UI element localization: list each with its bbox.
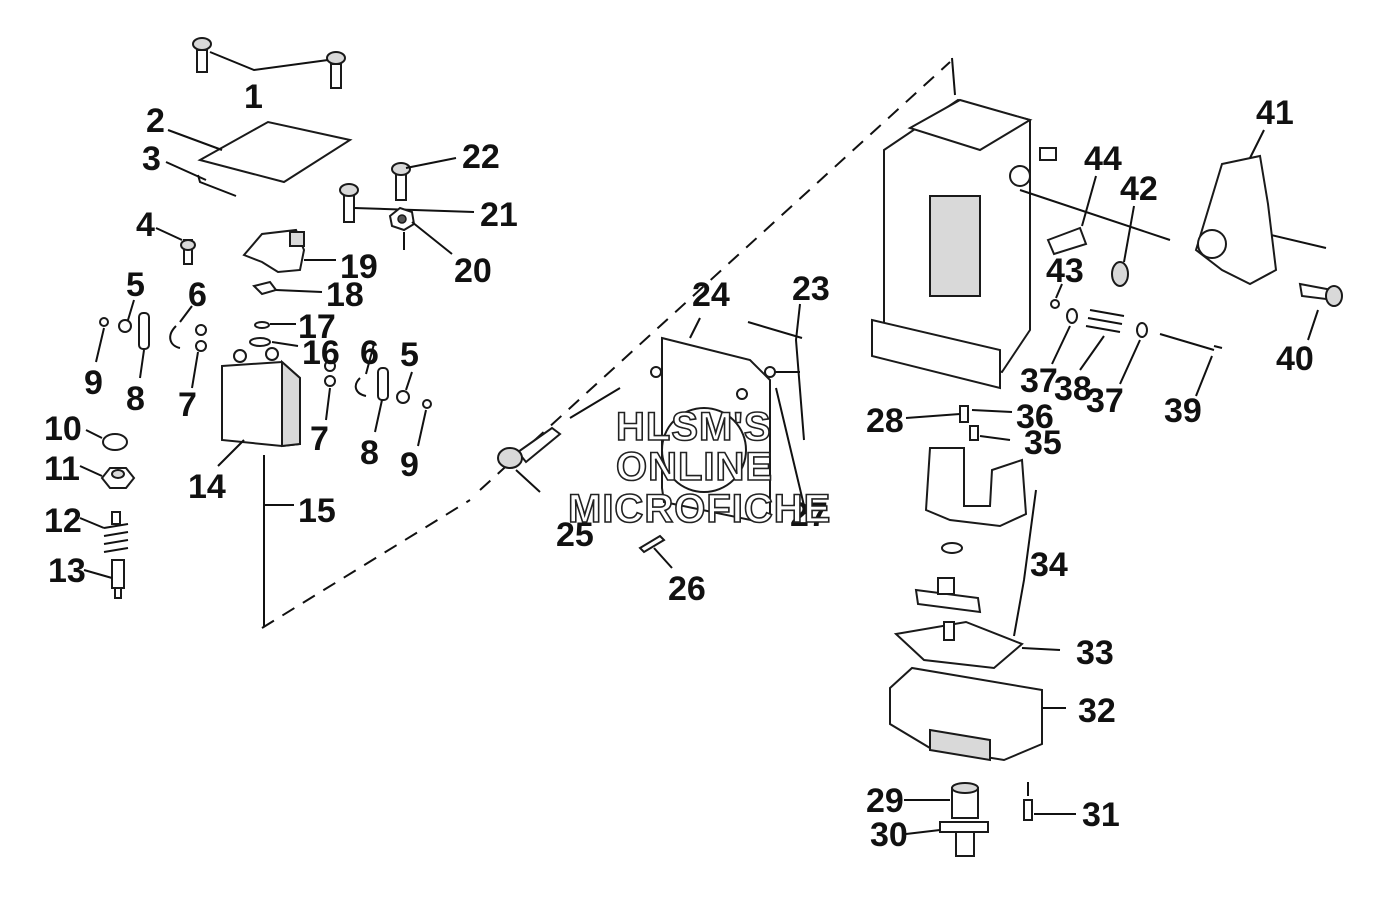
- callout-31: 31: [1082, 796, 1120, 834]
- cam-41: [1194, 129, 1278, 286]
- callout-2: 2: [146, 102, 165, 140]
- assembly-line-tip: [951, 57, 956, 96]
- cover-24: [650, 317, 800, 524]
- watermark-line-2: ONLINE: [616, 445, 773, 489]
- callout-23: 23: [792, 270, 830, 308]
- needle-39: [1159, 333, 1223, 397]
- callout-3: 3: [142, 140, 161, 178]
- callout-9b: 9: [400, 446, 419, 484]
- callout-9: 9: [84, 364, 103, 402]
- callout-44: 44: [1084, 140, 1122, 178]
- callout-labels: 1 2 3 4 5 6 7 8 9 10 11 12 13 14 15 16 1…: [44, 78, 1314, 854]
- callout-26: 26: [668, 570, 706, 608]
- callout-20: 20: [454, 252, 492, 290]
- screw-40: [1298, 282, 1343, 341]
- callout-29: 29: [866, 782, 904, 820]
- assembly-dashed-line: [261, 61, 951, 629]
- callout-32: 32: [1078, 692, 1116, 730]
- bowl-32: [889, 666, 1066, 762]
- callout-16: 16: [302, 334, 340, 372]
- callout-28: 28: [866, 402, 904, 440]
- callout-17: 17: [298, 308, 336, 346]
- callout-21: 21: [480, 196, 518, 234]
- callout-27: 27: [790, 496, 828, 534]
- callout-42: 42: [1120, 170, 1158, 208]
- drain-29-30: [904, 782, 989, 857]
- callout-5: 5: [126, 266, 145, 304]
- gasket-33: [893, 620, 1061, 670]
- callout-7b: 7: [310, 420, 329, 458]
- callout-4: 4: [136, 206, 155, 244]
- callout-15: 15: [298, 492, 336, 530]
- callout-39: 39: [1164, 392, 1202, 430]
- callout-18: 18: [326, 276, 364, 314]
- watermark-line-1: HLSM'S: [616, 405, 772, 449]
- callout-35: 35: [1024, 424, 1062, 462]
- carb-body: [871, 98, 1327, 390]
- callout-11: 11: [44, 450, 80, 488]
- callout-13: 13: [48, 552, 86, 590]
- callout-19: 19: [340, 248, 378, 286]
- callout-14: 14: [188, 468, 226, 506]
- callout-6: 6: [188, 276, 207, 314]
- callout-8: 8: [126, 380, 145, 418]
- watermark-line-3: MICROFICHE: [568, 487, 831, 531]
- needle-15: [263, 455, 294, 626]
- callout-40: 40: [1276, 340, 1314, 378]
- screw-pair-1: [192, 37, 346, 89]
- callout-7: 7: [178, 386, 197, 424]
- callout-22: 22: [462, 138, 500, 176]
- jets-28-35-36: [905, 405, 1013, 441]
- fitting-10: [85, 429, 128, 451]
- pin-26: [638, 534, 673, 569]
- callout-24: 24: [692, 276, 730, 314]
- callout-5b: 5: [400, 336, 419, 374]
- callout-8b: 8: [360, 434, 379, 472]
- callout-6b: 6: [360, 334, 379, 372]
- spring-12: [79, 511, 129, 553]
- cover-plate-2: [167, 120, 353, 184]
- rod-23: [747, 303, 805, 441]
- gasket-3: [165, 161, 237, 197]
- screw-4: [155, 227, 196, 265]
- callout-1: 1: [244, 78, 263, 116]
- callout-34: 34: [1030, 546, 1068, 584]
- callout-10: 10: [44, 410, 82, 448]
- float-14: [217, 347, 301, 467]
- valve-13: [83, 559, 125, 599]
- float-assembly-34: [914, 447, 1037, 637]
- callout-43: 43: [1046, 252, 1084, 290]
- screws-21-22: [339, 157, 475, 255]
- callout-37: 37: [1020, 362, 1058, 400]
- rod-27: [775, 387, 807, 515]
- part-44-42-43: [1046, 175, 1135, 309]
- callout-30: 30: [870, 816, 908, 854]
- callout-41: 41: [1256, 94, 1294, 132]
- nut-11: [79, 465, 136, 489]
- callout-37b: 37: [1086, 382, 1124, 420]
- callout-12: 12: [44, 502, 82, 540]
- callout-33: 33: [1076, 634, 1114, 672]
- screw-31: [1023, 782, 1076, 821]
- callout-36: 36: [1016, 398, 1054, 436]
- screw-25: [497, 387, 621, 493]
- watermark: HLSM'S ONLINE MICROFICHE: [567, 404, 831, 532]
- bracket-19: [242, 228, 336, 274]
- spring-38-washers-37: [1051, 308, 1148, 385]
- callout-38: 38: [1054, 370, 1092, 408]
- small-parts-left: [95, 280, 432, 447]
- callout-25: 25: [556, 516, 594, 554]
